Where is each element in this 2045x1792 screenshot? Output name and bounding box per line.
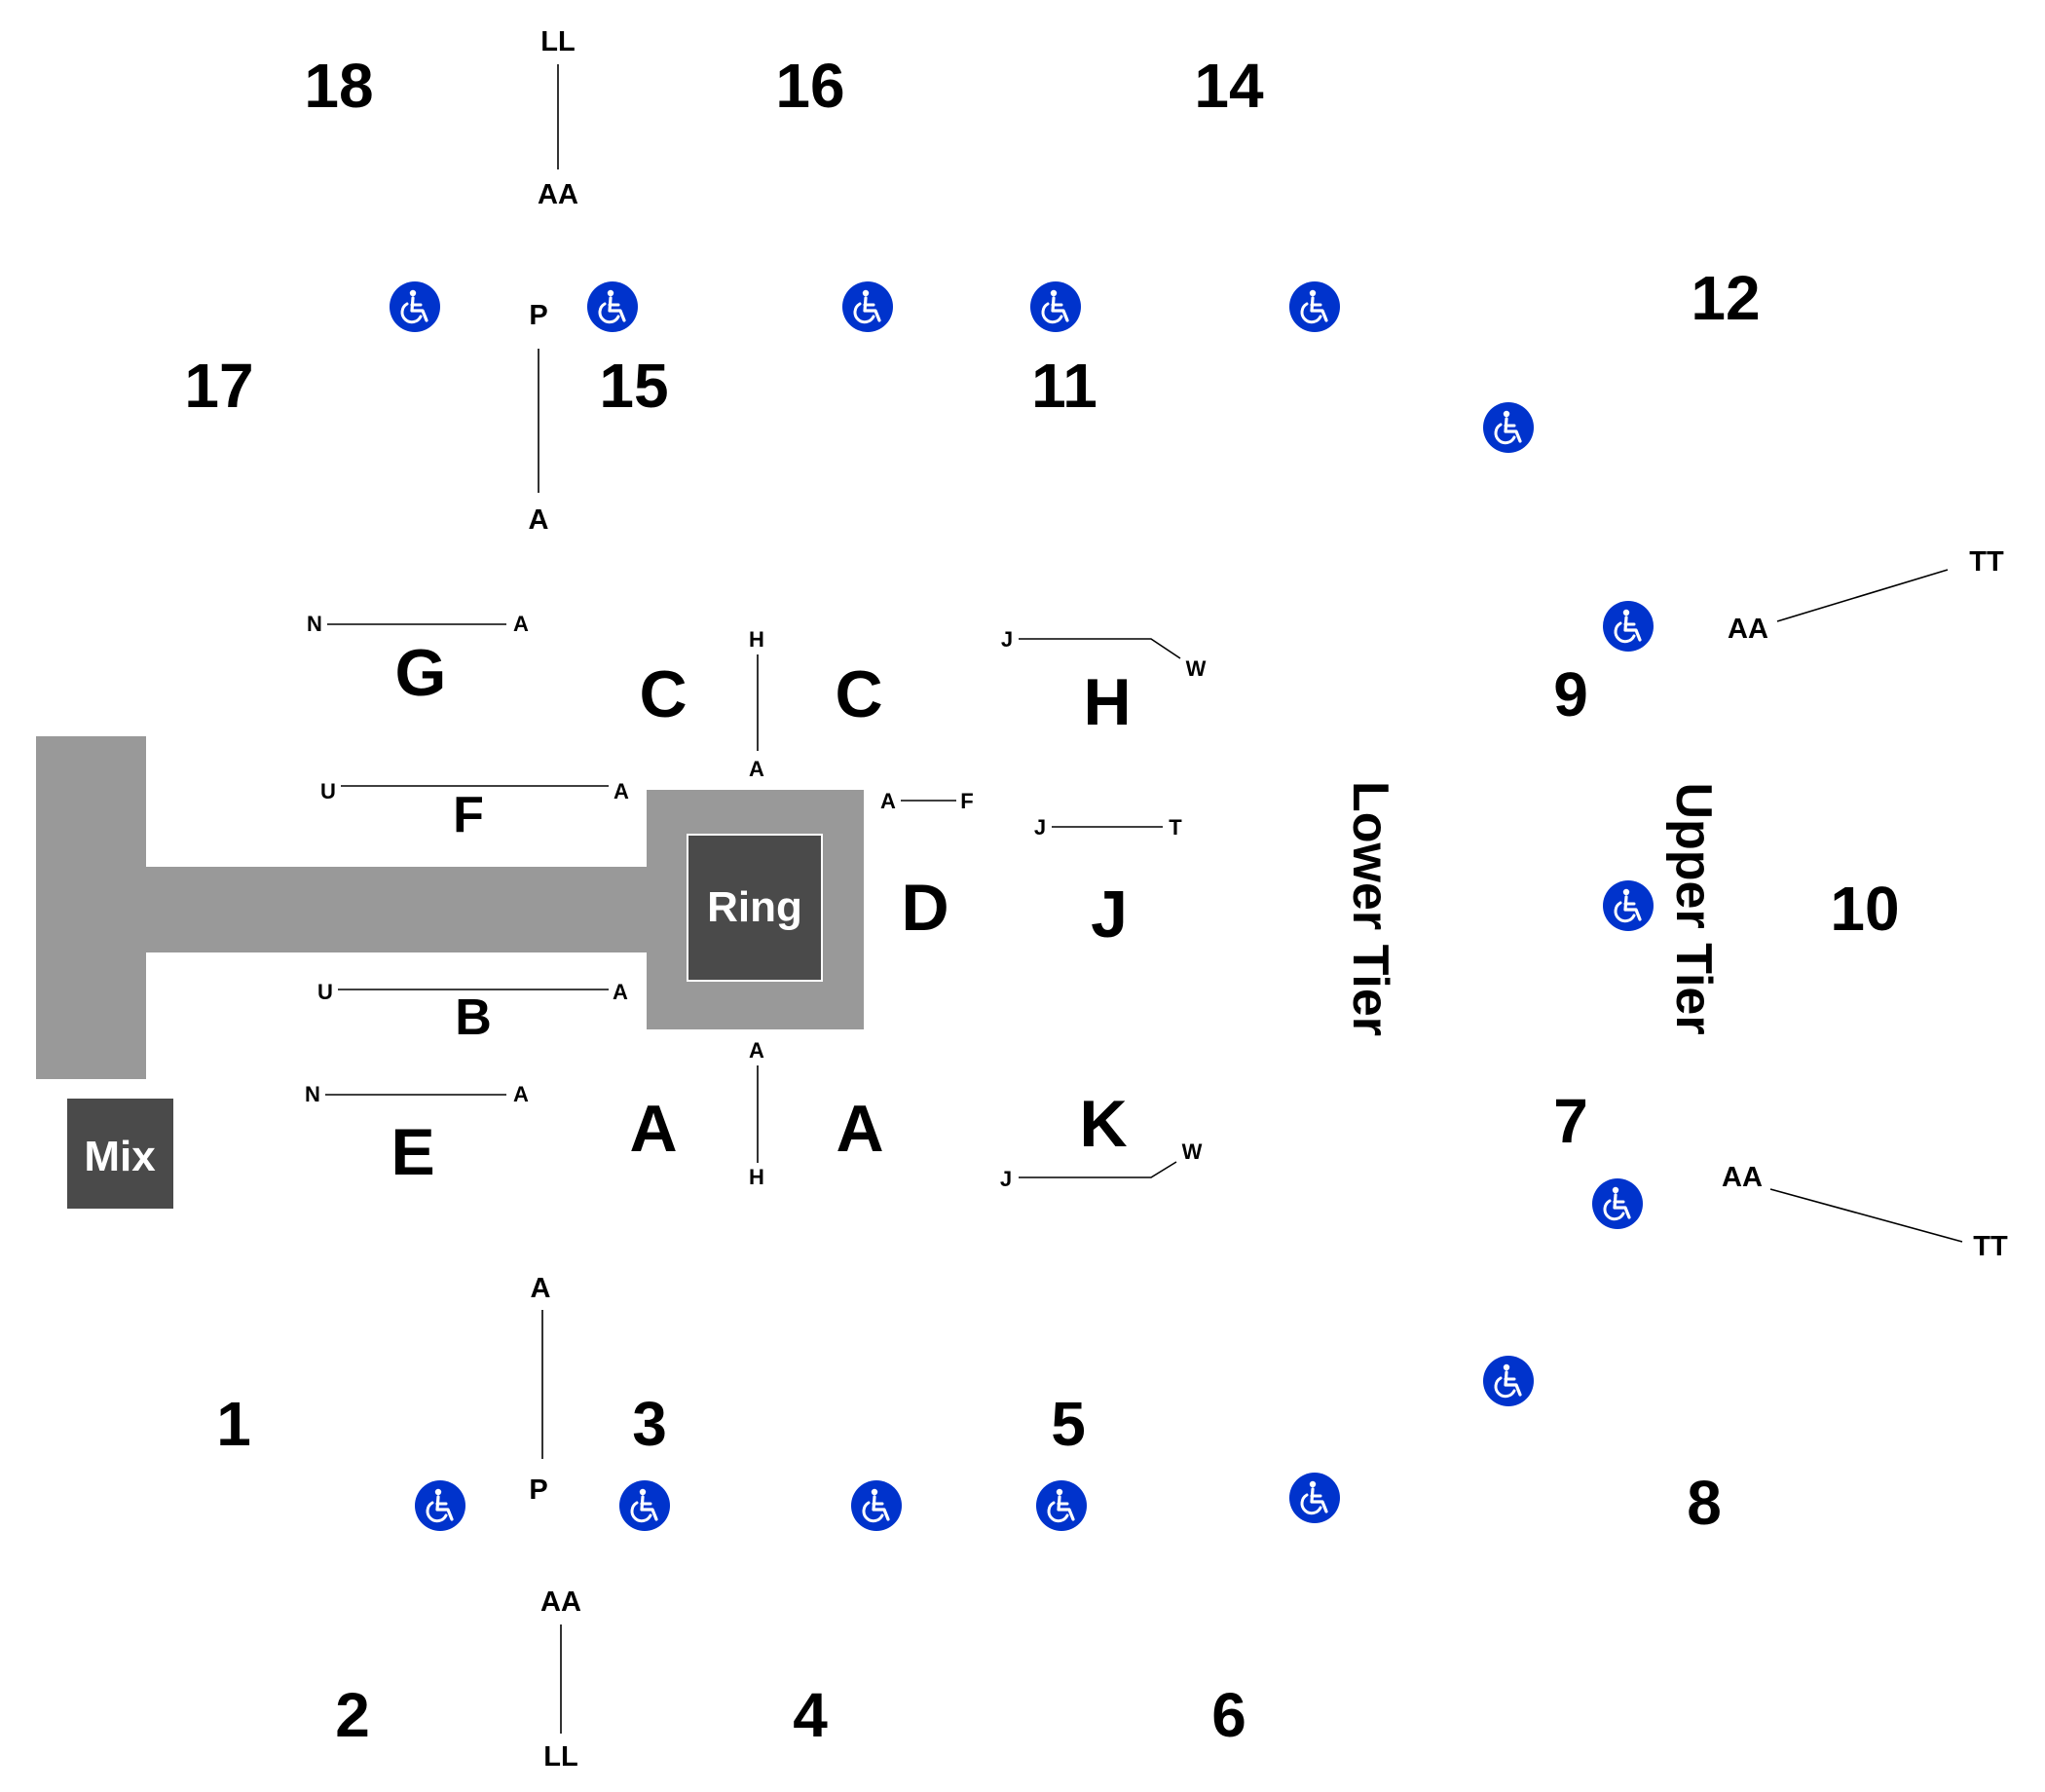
row-label: U	[317, 980, 333, 1004]
row-label: F	[960, 789, 973, 813]
row-label: W	[1186, 656, 1207, 681]
wheelchair-icon[interactable]	[617, 1478, 672, 1533]
floor-section-k[interactable]: K	[1079, 1087, 1127, 1161]
row-label: H	[749, 1165, 764, 1189]
section-15[interactable]: 15	[599, 351, 668, 421]
row-label: W	[1182, 1139, 1203, 1164]
row-label: A	[513, 1082, 529, 1106]
row-label: AA	[540, 1587, 581, 1618]
row-label: TT	[1973, 1231, 2008, 1262]
floor-section-f[interactable]: F	[453, 787, 484, 843]
wheelchair-icon[interactable]	[1590, 1176, 1645, 1231]
section-2[interactable]: 2	[335, 1680, 370, 1750]
floor-section-d[interactable]: D	[901, 871, 948, 945]
row-label: H	[749, 627, 764, 652]
lower-tier-label: Lower Tier	[1342, 781, 1398, 1036]
floor-section-h[interactable]: H	[1083, 665, 1131, 739]
row-label: J	[1001, 627, 1013, 652]
floor-section-a-left[interactable]: A	[629, 1092, 677, 1166]
section-3[interactable]: 3	[632, 1389, 667, 1459]
row-label: P	[529, 300, 547, 331]
row-label: TT	[1969, 546, 2004, 578]
section-1[interactable]: 1	[216, 1389, 251, 1459]
wheelchair-icon[interactable]	[1028, 280, 1083, 334]
row-label: A	[749, 1038, 764, 1063]
ring-label: Ring	[707, 883, 802, 931]
ring-box[interactable]	[687, 834, 823, 982]
row-label: J	[1034, 815, 1046, 840]
row-label: LL	[540, 26, 575, 57]
mix-box[interactable]	[67, 1099, 173, 1209]
numbered-sections: 18 16 14 12 17 15 11 9 10 7 1 3 5 8 2 4 …	[184, 51, 1899, 1750]
section-8[interactable]: 8	[1687, 1468, 1722, 1538]
section-18[interactable]: 18	[304, 51, 373, 121]
wheelchair-icon[interactable]	[1481, 1354, 1536, 1408]
row-label: N	[307, 612, 322, 636]
row-label: A	[513, 612, 529, 636]
row-label: A	[613, 980, 628, 1004]
section-14[interactable]: 14	[1194, 51, 1264, 121]
wheelchair-icon[interactable]	[1034, 1478, 1089, 1533]
row-label: A	[529, 504, 549, 536]
upper-tier-label: Upper Tier	[1665, 782, 1722, 1034]
floor-section-g[interactable]: G	[395, 636, 447, 710]
section-10[interactable]: 10	[1830, 874, 1899, 944]
row-label: A	[614, 779, 629, 803]
row-label: LL	[543, 1741, 577, 1773]
section-4[interactable]: 4	[793, 1680, 828, 1750]
row-label: AA	[538, 179, 578, 210]
floor-section-c-left[interactable]: C	[639, 657, 687, 731]
wheelchair-icon[interactable]	[1601, 878, 1655, 933]
floor-section-a-right[interactable]: A	[836, 1092, 883, 1166]
row-label: AA	[1722, 1162, 1763, 1193]
section-12[interactable]: 12	[1691, 263, 1760, 333]
stage-back	[36, 736, 146, 1079]
section-9[interactable]: 9	[1553, 659, 1588, 729]
section-16[interactable]: 16	[775, 51, 844, 121]
section-5[interactable]: 5	[1051, 1389, 1086, 1459]
row-label: A	[531, 1273, 551, 1304]
stage-runway: Ring Mix	[36, 736, 864, 1209]
row-label: P	[529, 1475, 547, 1506]
section-11[interactable]: 11	[1031, 351, 1097, 421]
row-label: T	[1169, 815, 1182, 840]
floor-section-c-right[interactable]: C	[835, 657, 882, 731]
floor-section-e[interactable]: E	[390, 1115, 434, 1189]
wheelchair-icon[interactable]	[388, 280, 442, 334]
row-label: A	[880, 789, 896, 813]
row-label: A	[749, 757, 764, 781]
section-17[interactable]: 17	[184, 351, 253, 421]
row-indicators: LL AA P A A P AA LL AA TT AA TT N A U A …	[305, 26, 2008, 1773]
floor-section-b[interactable]: B	[455, 989, 492, 1046]
wheelchair-icon[interactable]	[1481, 400, 1536, 455]
wheelchair-icon[interactable]	[585, 280, 640, 334]
floor-sections: G C C H F D J B K A A E	[390, 636, 1131, 1189]
row-label: J	[1000, 1167, 1012, 1191]
row-label: U	[320, 779, 336, 803]
mix-label: Mix	[84, 1133, 156, 1180]
section-7[interactable]: 7	[1553, 1086, 1588, 1156]
wheelchair-icon[interactable]	[1601, 599, 1655, 653]
wheelchair-icon[interactable]	[849, 1478, 904, 1533]
runway	[146, 867, 652, 952]
wheelchair-icon[interactable]	[1287, 1471, 1342, 1525]
row-label: N	[305, 1082, 320, 1106]
section-6[interactable]: 6	[1211, 1680, 1246, 1750]
wheelchair-icon[interactable]	[413, 1478, 467, 1533]
wheelchair-icon[interactable]	[1287, 280, 1342, 334]
wheelchair-icon[interactable]	[840, 280, 895, 334]
floor-section-j[interactable]: J	[1091, 877, 1128, 952]
row-label: AA	[1728, 614, 1768, 645]
